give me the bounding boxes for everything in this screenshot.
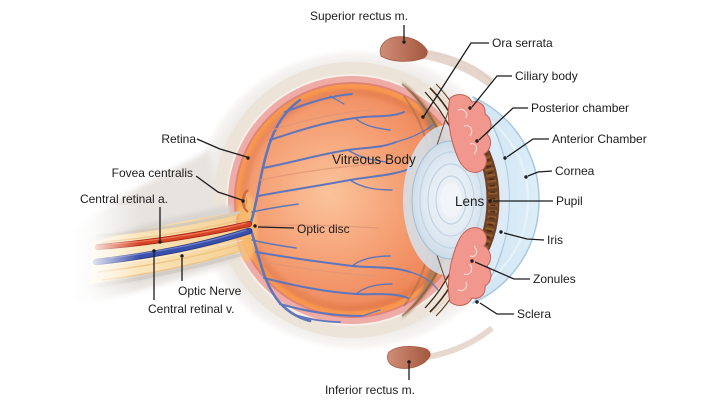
fovea-dimple-highlight [244, 191, 251, 211]
zonules-label: Zonules [533, 272, 576, 286]
cornea-assembly [471, 96, 540, 304]
central-retinal-a-label: Central retinal a. [80, 192, 168, 206]
ora-serrata-leader-line [423, 42, 489, 117]
cornea-leader-line [527, 170, 553, 177]
ciliary-body-upper [447, 94, 492, 173]
posterior-chamber-leader-line [478, 107, 528, 141]
vitreous-body-label: Vitreous Body [332, 152, 416, 167]
cornea-pointer-dot [524, 175, 528, 179]
superior-rectus-pointer-dot [402, 40, 406, 44]
superior-rectus-muscle [379, 36, 493, 87]
optic-nerve-label: Optic Nerve [178, 284, 242, 298]
sclera-pointer-dot [475, 300, 479, 304]
zonules-pointer-dot [470, 259, 474, 263]
superior-rectus-label: Superior rectus m. [310, 9, 408, 23]
optic-disc-label: Optic disc [297, 222, 350, 236]
inferior-rectus-label: Inferior rectus m. [325, 383, 415, 397]
pupil-pointer-dot [488, 199, 492, 203]
cornea-dome [472, 96, 540, 304]
eyeball-shell [72, 49, 519, 351]
zonules-leader-line [474, 261, 530, 280]
fovea-leader-line [195, 175, 243, 201]
label-texts: Superior rectus m. Ora serrata Ciliary b… [80, 9, 647, 397]
cornea-highlight [478, 111, 530, 289]
iris-label: Iris [547, 233, 563, 247]
leader-dots [152, 40, 528, 364]
ciliary-blob [447, 94, 492, 173]
fovea-pointer-dot [241, 199, 245, 203]
optic-disc-leader-line [257, 226, 295, 229]
inferior-rectus-muscle [387, 325, 494, 369]
fovea-centralis-label: Fovea centralis [112, 166, 193, 180]
anterior-chamber-pointer-dot [503, 156, 507, 160]
sclera-leader-line [479, 302, 514, 315]
posterior-chamber-pointer-dot [475, 139, 479, 143]
ciliary-body-pointer-dot [468, 106, 472, 110]
nerve-fade-out [40, 205, 140, 320]
anterior-chamber-region [471, 106, 509, 294]
optic-disc-pointer-dot [253, 224, 257, 228]
superior-muscle-stub [379, 36, 428, 62]
ora-serrata-label: Ora serrata [492, 36, 553, 50]
inferior-rectus-pointer-dot [407, 360, 411, 364]
ciliary-body-leader-line [471, 75, 512, 108]
optic-nerve-head-glow [237, 194, 257, 262]
leader-lines [153, 25, 553, 380]
ora-serrata-pointer-dot [421, 115, 425, 119]
retina-leader-line [196, 138, 248, 158]
cornea-label: Cornea [555, 164, 595, 178]
retinal-vessels [249, 93, 439, 323]
lens-ring-1 [419, 151, 483, 249]
pupil-label: Pupil [556, 194, 583, 208]
sclera-label: Sclera [517, 307, 551, 321]
central-retinal-v-pointer-dot [152, 249, 156, 253]
anterior-chamber-leader-line [506, 138, 549, 158]
central-retinal-v-label: Central retinal v. [148, 302, 234, 316]
posterior-chamber-label: Posterior chamber [531, 101, 629, 115]
iris-leader-line [503, 232, 545, 241]
optic-nerve-pointer-dot [180, 254, 184, 258]
iris-pointer-dot [499, 230, 503, 234]
inferior-muscle-stub [387, 345, 431, 369]
ciliary-body-label: Ciliary body [515, 69, 578, 83]
ciliary-frill-lines [457, 108, 478, 155]
anterior-chamber-label: Anterior Chamber [552, 132, 647, 146]
lens-core-highlight [440, 183, 462, 217]
central-retinal-a-pointer-dot [158, 240, 162, 244]
lens-label: Lens [455, 194, 485, 209]
lens-ring-3 [435, 175, 467, 225]
retina-label: Retina [161, 132, 196, 146]
vitreous-body-region [241, 89, 463, 311]
retina-pointer-dot [246, 156, 250, 160]
lens-ring-2 [427, 163, 475, 237]
